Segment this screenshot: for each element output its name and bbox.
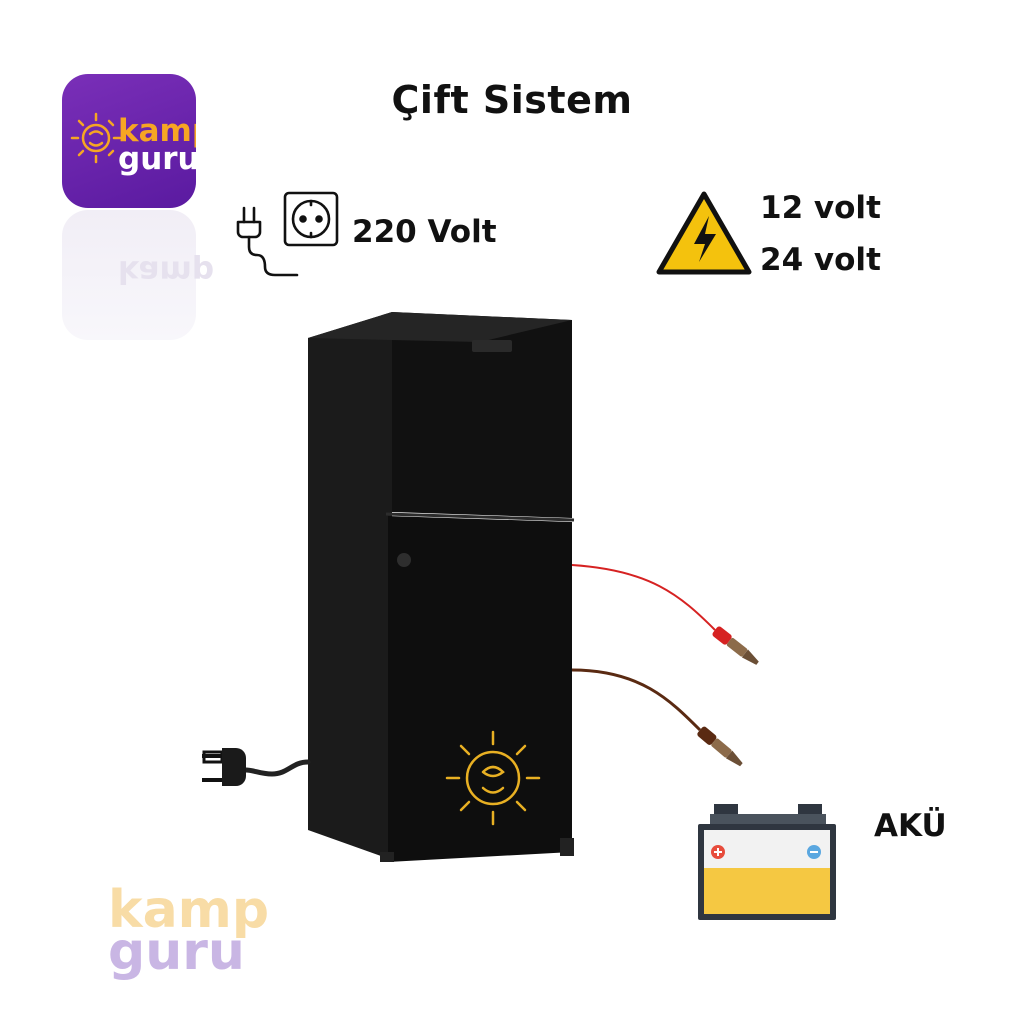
red-dc-cable <box>571 564 716 631</box>
refrigerator <box>202 312 759 862</box>
watermark-word1: kamp <box>108 880 270 940</box>
plug-socket-icon <box>236 191 339 277</box>
watermark-word2: guru <box>108 921 245 982</box>
app-icon: kamp guru <box>62 74 196 208</box>
brown-dc-cable <box>571 668 702 732</box>
ac-voltage-label: 220 Volt <box>352 214 497 250</box>
page-title: Çift Sistem <box>391 78 633 122</box>
brown-alligator-clip <box>697 726 743 767</box>
car-battery-icon <box>698 804 836 920</box>
sun-face-logo-icon <box>445 730 541 826</box>
red-alligator-clip <box>712 626 759 665</box>
fridge-main-door <box>388 516 572 862</box>
high-voltage-warning-icon <box>656 191 752 275</box>
dc-voltage-24: 24 volt <box>760 242 881 278</box>
app-icon-reflection: kamp <box>62 210 214 340</box>
battery-label: AKÜ <box>874 808 947 844</box>
fridge-side-panel <box>308 312 392 860</box>
fridge-freezer-door <box>392 312 572 518</box>
ac-plug-icon <box>202 748 246 786</box>
app-icon-word1: kamp <box>118 113 196 149</box>
sun-face-icon <box>70 112 122 164</box>
brand-watermark: kamp guru <box>108 880 270 982</box>
app-icon-word2: guru <box>118 141 196 177</box>
app-icon-reflection-word: kamp <box>118 253 215 290</box>
dc-voltage-12: 12 volt <box>760 190 881 226</box>
power-cord <box>243 759 311 777</box>
